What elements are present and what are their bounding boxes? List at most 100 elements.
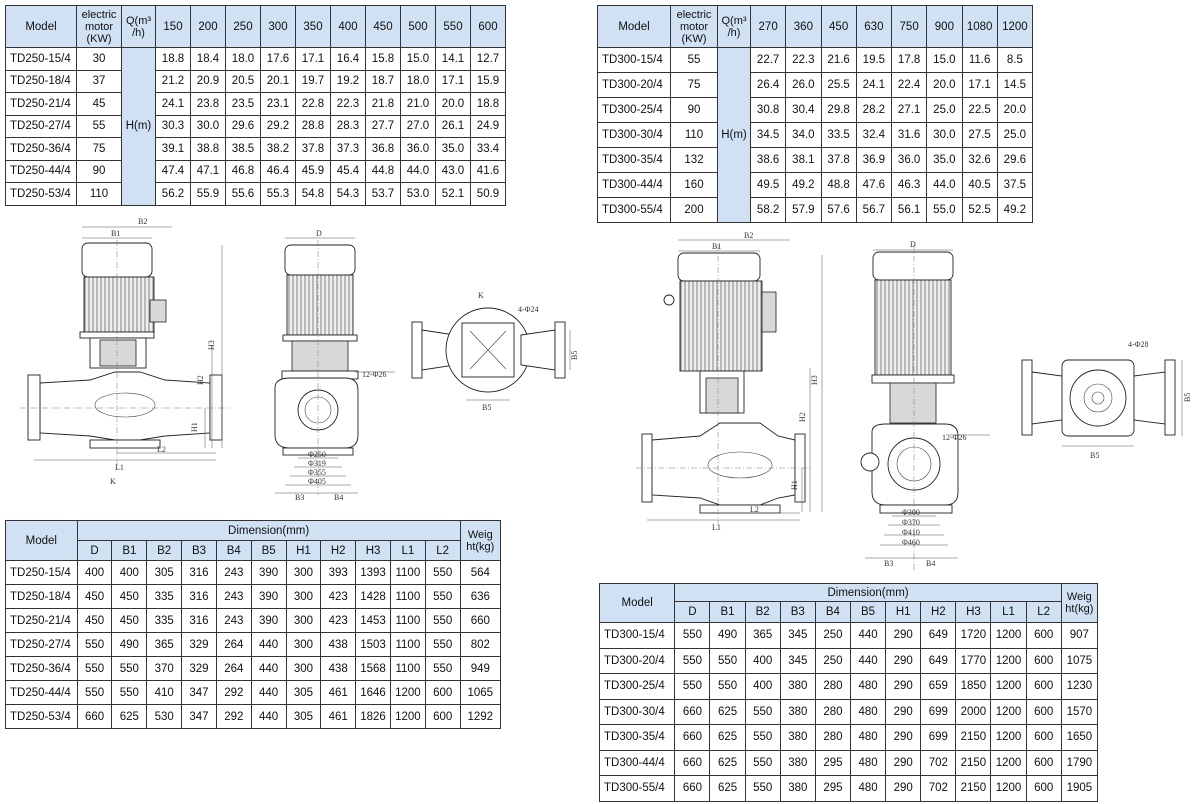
- head-value-cell: 17.1: [295, 47, 331, 71]
- flow-header: 630: [855, 5, 893, 48]
- head-value-cell: 25.5: [820, 72, 857, 98]
- head-value-cell: 37.8: [820, 147, 857, 173]
- model-cell: TD250-53/4: [5, 182, 77, 206]
- dimension-cell: 550: [744, 775, 781, 802]
- head-value-cell: 22.3: [785, 47, 822, 73]
- flow-header: 200: [190, 5, 226, 48]
- head-value-cell: 12.7: [470, 47, 506, 71]
- weight-cell: 660: [459, 608, 502, 633]
- flow-header: 550: [435, 5, 471, 48]
- dimension-cell: 290: [885, 698, 922, 725]
- head-value-cell: 55.6: [225, 182, 261, 206]
- label-phi-300: Φ300: [902, 508, 920, 517]
- head-value-cell: 22.4: [890, 72, 928, 98]
- dimension-cell: 1646: [355, 680, 391, 705]
- head-value-cell: 20.0: [996, 97, 1034, 123]
- dimension-cell: 329: [181, 656, 217, 681]
- head-value-cell: 17.1: [961, 72, 998, 98]
- dimension-cell: 1720: [955, 622, 992, 649]
- dimension-cell: 550: [76, 680, 113, 705]
- model-cell: TD250-21/4: [5, 92, 77, 116]
- dimension-cell: 380: [779, 775, 816, 802]
- flow-header: 450: [365, 5, 401, 48]
- label-h1: H1: [790, 480, 799, 490]
- head-value-cell: 25.0: [996, 122, 1034, 148]
- dimension-cell: 600: [1025, 698, 1062, 725]
- dimension-cell: 243: [215, 560, 252, 585]
- dimension-cell: 440: [250, 656, 287, 681]
- weight-cell: 1075: [1060, 647, 1099, 674]
- dimension-col-header: L1: [389, 540, 426, 561]
- head-value-cell: 36.0: [890, 147, 928, 173]
- label-bolts: 12-Φ26: [362, 370, 387, 379]
- head-value-cell: 21.0: [400, 92, 436, 116]
- head-value-cell: 29.6: [996, 147, 1034, 173]
- label-phi-405: Φ405: [308, 477, 326, 486]
- head-value-cell: 47.4: [155, 159, 191, 183]
- dimension-cell: 2000: [955, 698, 992, 725]
- dimension-cell: 1200: [990, 673, 1027, 700]
- dimension-cell: 649: [920, 622, 957, 649]
- model-cell: TD300-35/4: [598, 724, 676, 751]
- model-cell: TD300-20/4: [597, 72, 671, 98]
- dimension-cell: 345: [779, 647, 816, 674]
- dimension-cell: 292: [215, 704, 252, 729]
- dimension-cell: 438: [320, 632, 357, 657]
- dimension-cell: 335: [146, 608, 183, 633]
- dimension-cell: 380: [779, 724, 816, 751]
- dimension-cell: 292: [215, 680, 252, 705]
- head-value-cell: 50.9: [470, 182, 506, 206]
- label-b5-side: B5: [570, 351, 579, 360]
- dimension-cell: 550: [744, 724, 781, 751]
- head-value-cell: 38.8: [190, 137, 226, 161]
- head-value-cell: 56.1: [890, 197, 928, 223]
- dimension-cell: 335: [146, 584, 183, 609]
- head-value-cell: 22.5: [961, 97, 998, 123]
- motor-kw-cell: 132: [670, 147, 718, 173]
- dimension-col-header: H2: [920, 601, 957, 623]
- label-holes: 4-Φ24: [518, 305, 539, 314]
- col-weight: Weig ht(kg): [1060, 583, 1099, 623]
- flow-header: 900: [926, 5, 963, 48]
- model-cell: TD250-44/4: [5, 159, 77, 183]
- head-value-cell: 23.5: [225, 92, 261, 116]
- dimension-cell: 1100: [389, 632, 426, 657]
- label-b1: B1: [712, 242, 721, 251]
- head-value-cell: 24.1: [855, 72, 893, 98]
- head-value-cell: 22.8: [295, 92, 331, 116]
- dimension-cell: 600: [1025, 724, 1062, 751]
- head-value-cell: 31.6: [890, 122, 928, 148]
- dimension-cell: 660: [674, 775, 711, 802]
- head-value-cell: 8.5: [996, 47, 1034, 73]
- label-b4: B4: [926, 559, 935, 568]
- dimension-cell: 550: [424, 656, 461, 681]
- td250-performance-table: Model electric motor (KW) Q(m³ /h) 150 2…: [5, 5, 506, 206]
- flow-header: 350: [295, 5, 331, 48]
- head-value-cell: 36.9: [855, 147, 893, 173]
- dimension-cell: 550: [76, 632, 113, 657]
- dimension-cell: 1393: [355, 560, 391, 585]
- flow-header: 360: [785, 5, 822, 48]
- head-value-cell: 55.9: [190, 182, 226, 206]
- weight-cell: 1790: [1060, 749, 1099, 776]
- model-cell: TD300-25/4: [598, 673, 676, 700]
- head-value-cell: 52.5: [961, 197, 998, 223]
- dimension-cell: 423: [320, 584, 357, 609]
- head-value-cell: 21.8: [365, 92, 401, 116]
- dimension-cell: 480: [849, 673, 887, 700]
- dimension-cell: 2150: [955, 775, 992, 802]
- head-value-cell: 45.9: [295, 159, 331, 183]
- head-value-cell: 27.0: [400, 114, 436, 138]
